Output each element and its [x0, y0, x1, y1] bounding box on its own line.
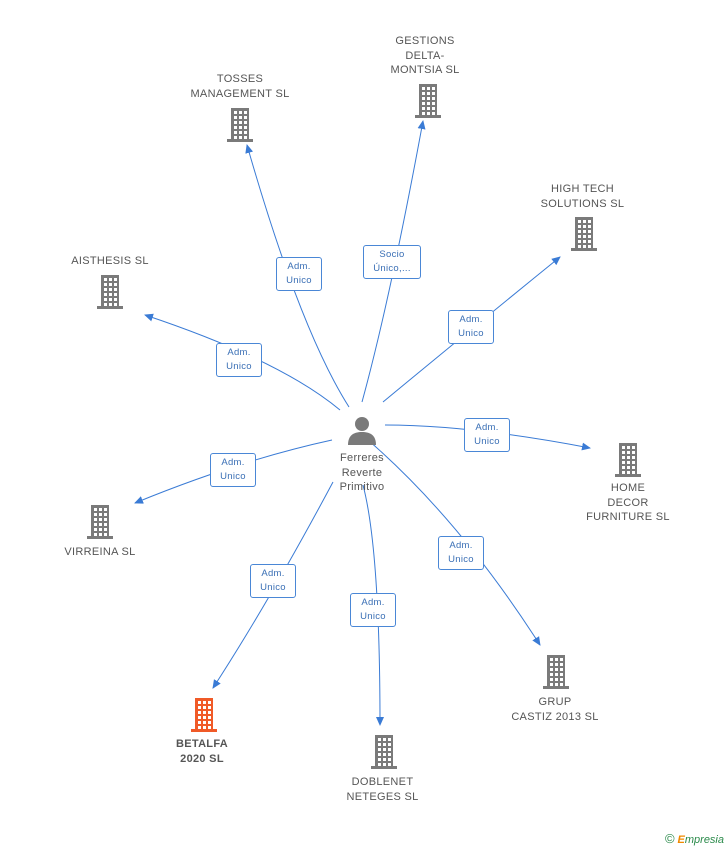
role-badge-hightech[interactable]: Adm. Unico: [448, 310, 494, 344]
company-name: DOBLENET NETEGES SL: [346, 776, 419, 803]
building-icon: [615, 443, 641, 477]
edge-doblenet: [362, 484, 384, 726]
copyright-icon: ©: [664, 831, 675, 846]
company-name: TOSSES MANAGEMENT SL: [190, 73, 290, 100]
building-icon-wrap[interactable]: [189, 698, 219, 737]
edge-tosses: [245, 144, 350, 408]
company-node-grup[interactable]: GRUP CASTIZ 2013 SL: [497, 695, 613, 724]
company-node-homedecor[interactable]: HOME DECOR FURNITURE SL: [572, 481, 684, 525]
company-node-gestions[interactable]: GESTIONS DELTA- MONTSIA SL: [370, 34, 480, 78]
footer-brand: ©Empresia: [665, 831, 724, 846]
building-icon: [87, 505, 113, 539]
company-node-virreina[interactable]: VIRREINA SL: [50, 545, 150, 560]
role-badge-aisthesis[interactable]: Adm. Unico: [216, 343, 262, 377]
edge-gestions: [361, 120, 426, 403]
building-icon: [371, 735, 397, 769]
building-icon-wrap[interactable]: [225, 108, 255, 147]
company-node-tosses[interactable]: TOSSES MANAGEMENT SL: [175, 72, 305, 101]
building-icon-wrap[interactable]: [541, 655, 571, 694]
building-icon: [191, 698, 217, 732]
person-icon: [348, 417, 376, 445]
company-name: AISTHESIS SL: [71, 255, 149, 267]
person-name: Ferreres Reverte Primitivo: [339, 452, 385, 493]
building-icon-wrap[interactable]: [369, 735, 399, 774]
building-icon: [571, 217, 597, 251]
role-badge-doblenet[interactable]: Adm. Unico: [350, 593, 396, 627]
building-icon-wrap[interactable]: [85, 505, 115, 544]
company-name: HOME DECOR FURNITURE SL: [586, 482, 670, 523]
role-badge-betalfa[interactable]: Adm. Unico: [250, 564, 296, 598]
role-badge-grup[interactable]: Adm. Unico: [438, 536, 484, 570]
building-icon-wrap[interactable]: [569, 217, 599, 256]
building-icon-wrap[interactable]: [413, 84, 443, 123]
role-badge-tosses[interactable]: Adm. Unico: [276, 257, 322, 291]
company-node-doblenet[interactable]: DOBLENET NETEGES SL: [325, 775, 440, 804]
company-node-hightech[interactable]: HIGH TECH SOLUTIONS SL: [525, 182, 640, 211]
company-name: VIRREINA SL: [64, 546, 136, 558]
role-badge-virreina[interactable]: Adm. Unico: [210, 453, 256, 487]
company-name: GRUP CASTIZ 2013 SL: [511, 696, 599, 723]
role-badge-gestions[interactable]: Socio Único,...: [363, 245, 421, 279]
building-icon: [227, 108, 253, 142]
brand-name: mpresia: [684, 834, 724, 846]
role-badge-homedecor[interactable]: Adm. Unico: [464, 418, 510, 452]
person-node[interactable]: Ferreres Reverte Primitivo: [320, 415, 404, 495]
building-icon-wrap[interactable]: [95, 275, 125, 314]
building-icon: [97, 275, 123, 309]
building-icon-wrap[interactable]: [613, 443, 643, 482]
company-name: BETALFA 2020 SL: [175, 738, 228, 765]
edge-grup: [367, 439, 541, 646]
company-name: HIGH TECH SOLUTIONS SL: [540, 183, 625, 210]
brand-initial: E: [677, 834, 685, 846]
company-name: GESTIONS DELTA- MONTSIA SL: [390, 35, 460, 76]
company-node-betalfa[interactable]: BETALFA 2020 SL: [150, 737, 254, 766]
building-icon: [543, 655, 569, 689]
company-node-aisthesis[interactable]: AISTHESIS SL: [55, 254, 165, 269]
building-icon: [415, 84, 441, 118]
